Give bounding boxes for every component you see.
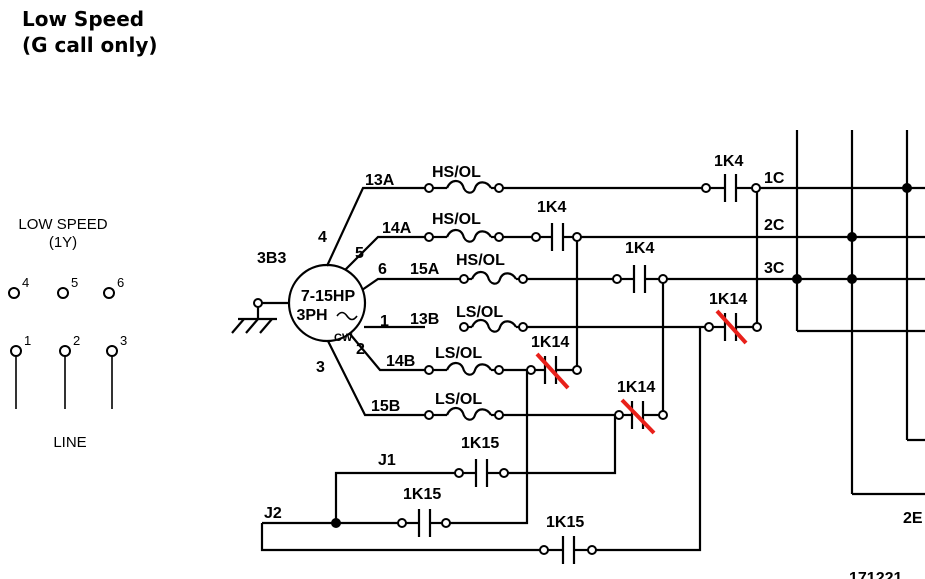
wire-2E: 2E <box>903 510 923 527</box>
motor-ref: 3B3 <box>257 250 286 267</box>
ground-icon <box>231 298 289 334</box>
contact-1K4-a-icon <box>701 174 761 202</box>
contact-1K14-b-label: 1K14 <box>531 334 569 351</box>
terminal-1-label: 1 <box>24 333 31 348</box>
legend-header: LOW SPEED <box>18 216 107 233</box>
page-title: Low Speed (G call only) <box>22 6 158 58</box>
contact-1K15-b-icon <box>397 509 451 537</box>
ac-symbol-icon <box>336 311 358 321</box>
terminal-5 <box>57 287 69 299</box>
terminal-2-label: 2 <box>73 333 80 348</box>
wire-15B: 15B <box>371 398 400 415</box>
lead-3: 3 <box>316 359 325 376</box>
legend-footer: LINE <box>53 434 86 451</box>
overload-label-15A: HS/OL <box>456 252 505 269</box>
overload-label-15B: LS/OL <box>435 391 482 408</box>
terminal-3-label: 3 <box>120 333 127 348</box>
contact-1K4-b-label: 1K4 <box>537 199 566 216</box>
overload-15A-icon <box>459 270 528 285</box>
overload-13A-icon <box>424 179 504 194</box>
wire-labels: 13A 14A 15A 13B 14B 15B J1 J2 1C 2C 3C 2… <box>264 170 923 579</box>
contact-1K14-c-icon <box>614 398 668 435</box>
overload-13B-icon <box>459 318 528 333</box>
title-line-1: Low Speed <box>22 7 145 31</box>
contact-1K4-c-label: 1K4 <box>625 240 654 257</box>
overload-label-14A: HS/OL <box>432 211 481 228</box>
wire-2C: 2C <box>764 217 785 234</box>
contact-1K15-c-label: 1K15 <box>546 514 584 531</box>
contact-1K14-c-label: 1K14 <box>617 379 655 396</box>
lead-2: 2 <box>356 341 365 358</box>
contacts: 1K4 1K4 1K4 <box>397 153 762 564</box>
overload-label-14B: LS/OL <box>435 345 482 362</box>
terminal-5-label: 5 <box>71 275 78 290</box>
lead-6: 6 <box>378 261 387 278</box>
motor: 7-15HP 3PH CW 3B3 <box>257 250 367 344</box>
wire-J1: J1 <box>378 452 396 469</box>
contact-1K14-a-label: 1K14 <box>709 291 747 308</box>
terminal-4-label: 4 <box>22 275 29 290</box>
drawing-number: 171221 <box>849 570 902 579</box>
wire-3C: 3C <box>764 260 785 277</box>
wire-J2: J2 <box>264 505 282 522</box>
contact-1K4-c-icon <box>612 265 668 293</box>
wire-15A: 15A <box>410 261 440 278</box>
terminal-3 <box>106 345 118 357</box>
overload-labels: HS/OL HS/OL HS/OL LS/OL LS/OL LS/OL <box>432 164 505 408</box>
motor-leads <box>326 186 460 417</box>
overload-14A-icon <box>424 228 504 243</box>
junctions <box>331 183 912 528</box>
contact-1K15-b-label: 1K15 <box>403 486 441 503</box>
contact-1K14-a-icon <box>704 309 762 345</box>
wire-14A: 14A <box>382 220 412 237</box>
contact-1K4-a-label: 1K4 <box>714 153 743 170</box>
contact-1K15-a-icon <box>454 459 509 487</box>
terminal-legend: LOW SPEED (1Y) 4 5 6 1 2 3 LINE <box>8 216 127 451</box>
wire-13A: 13A <box>365 172 395 189</box>
overload-elements <box>424 179 528 421</box>
legend-subheader: (1Y) <box>49 234 77 251</box>
overload-15B-icon <box>424 406 504 421</box>
terminal-6 <box>103 287 115 299</box>
overload-14B-icon <box>424 361 504 376</box>
wire-13B: 13B <box>410 311 439 328</box>
motor-rotation: CW <box>334 332 353 344</box>
contact-1K15-c-icon <box>539 536 597 564</box>
lead-4: 4 <box>318 229 327 246</box>
title-line-2: (G call only) <box>22 33 158 57</box>
motor-rating: 7-15HP <box>301 288 356 305</box>
overload-label-13A: HS/OL <box>432 164 481 181</box>
contact-1K4-b-icon <box>531 223 582 251</box>
terminal-2 <box>59 345 71 357</box>
wire-14B: 14B <box>386 353 415 370</box>
contact-1K14-b-icon <box>526 352 582 390</box>
motor-lead-labels: 4 5 6 1 2 3 <box>316 229 389 376</box>
lead-5: 5 <box>355 245 364 262</box>
terminal-1 <box>10 345 22 357</box>
overload-label-13B: LS/OL <box>456 304 503 321</box>
terminal-4 <box>8 287 20 299</box>
lead-1: 1 <box>380 313 389 330</box>
wire-1C: 1C <box>764 170 785 187</box>
contact-1K15-a-label: 1K15 <box>461 435 499 452</box>
motor-phase: 3PH <box>296 307 327 324</box>
terminal-6-label: 6 <box>117 275 124 290</box>
